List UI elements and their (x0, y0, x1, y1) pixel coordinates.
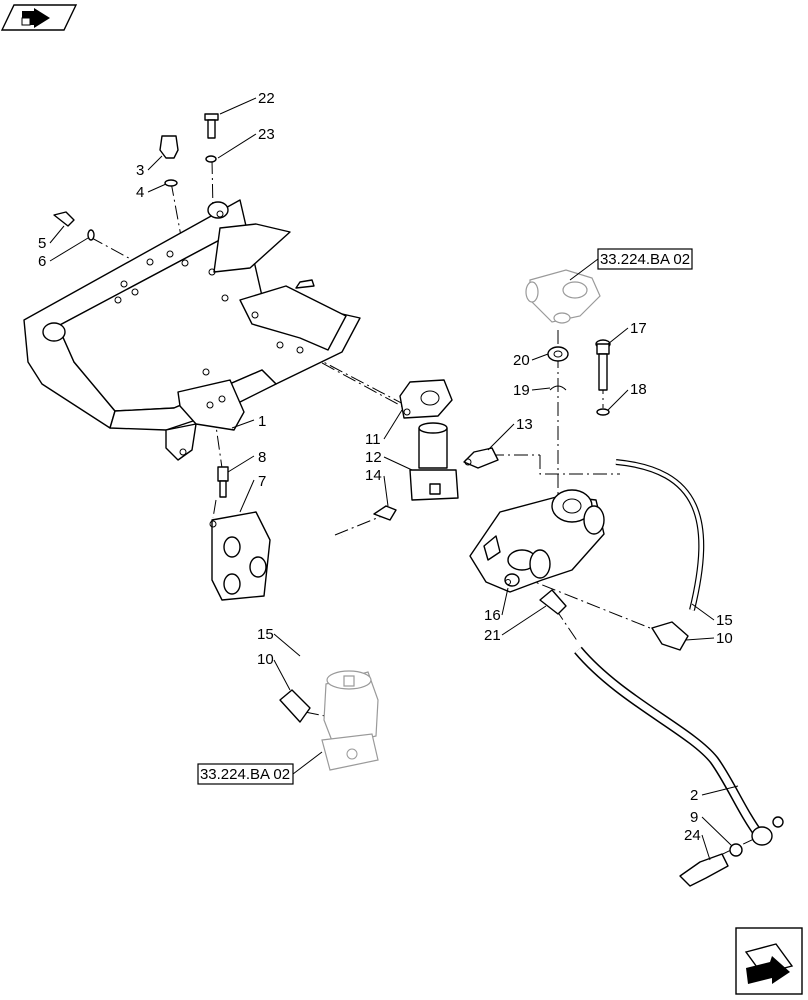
fitting-14 (373, 505, 397, 521)
callout-8: 8 (258, 449, 266, 466)
callout-9: 9 (690, 809, 698, 826)
callout-15-right: 15 (716, 612, 733, 629)
callout-3: 3 (136, 162, 144, 179)
callout-10-left: 10 (257, 651, 274, 668)
callout-4: 4 (136, 184, 144, 201)
callout-20: 20 (513, 352, 530, 369)
fitting-24 (679, 843, 743, 887)
regulator-assembly (399, 379, 459, 501)
callout-5: 5 (38, 235, 46, 252)
fitting-13 (463, 447, 499, 469)
next-page-arrow-icon[interactable] (735, 927, 803, 995)
callout-11: 11 (365, 431, 381, 448)
elbow-fitting-10-left (279, 689, 311, 723)
lower-plate (209, 511, 271, 601)
callout-16: 16 (484, 607, 501, 624)
solenoid-valve-reference (321, 670, 379, 771)
clip-19 (549, 385, 567, 391)
callout-2: 2 (690, 787, 698, 804)
callout-6: 6 (38, 253, 46, 270)
callout-12: 12 (365, 449, 382, 466)
callout-21: 21 (484, 627, 501, 644)
bolt-17 (595, 339, 611, 416)
mounting-bracket (23, 199, 361, 461)
callout-23: 23 (258, 126, 275, 143)
callout-19: 19 (513, 382, 530, 399)
reference-box-upper[interactable]: 33.224.BA 02 (569, 248, 693, 281)
hose-15-left (298, 535, 344, 685)
callout-1: 1 (258, 413, 266, 430)
hose-15-right (615, 459, 705, 611)
callouts: 22 23 3 4 5 6 1 8 7 11 12 14 13 17 20 19… (38, 90, 739, 861)
stud-8 (217, 466, 229, 498)
callout-7: 7 (258, 473, 266, 490)
callout-15-left: 15 (257, 626, 274, 643)
reference-label-lower: 33.224.BA 02 (200, 766, 290, 783)
elbow-fitting-21 (539, 589, 567, 615)
tee-fitting-reference (525, 269, 601, 324)
screw-22 (204, 113, 219, 163)
callout-24: 24 (684, 827, 701, 844)
elbow-fitting-10-right (651, 621, 689, 651)
callout-18: 18 (630, 381, 647, 398)
callout-17: 17 (630, 320, 647, 337)
callout-22: 22 (258, 90, 275, 107)
reference-box-lower[interactable]: 33.224.BA 02 (197, 751, 323, 785)
bolt-3 (159, 135, 179, 187)
washer-20 (547, 346, 569, 362)
callout-10-right: 10 (716, 630, 733, 647)
hose-2 (574, 646, 784, 846)
callout-14: 14 (365, 467, 382, 484)
bolt-5 (53, 211, 95, 241)
callout-13: 13 (516, 416, 533, 433)
reference-label-upper: 33.224.BA 02 (600, 251, 690, 268)
valve-body (469, 489, 605, 593)
view-toggle-icon[interactable] (0, 4, 78, 31)
